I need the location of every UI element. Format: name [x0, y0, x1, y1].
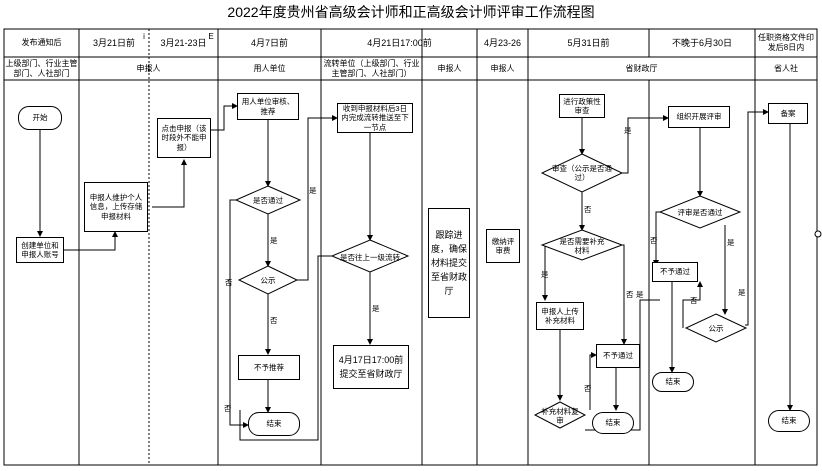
role-4: 申报人 [437, 63, 462, 73]
publicize-label: 公示 [260, 275, 276, 285]
no-label: 否 [270, 316, 278, 325]
submit-finance-node: 4月17日17:00前提交至省财政厅 [333, 345, 409, 389]
decision-supp-review [533, 401, 587, 429]
yes-label: 是 [624, 126, 632, 135]
pay-fee-node: 缴纳评审费 [486, 229, 520, 263]
not-pass1-node: 不予通过 [596, 344, 640, 368]
qual-review-node: 进行政策性审查 [559, 94, 605, 118]
no-label: 否 [584, 205, 592, 214]
yes-label: 是 [309, 186, 317, 195]
header-mark-2: E [208, 32, 214, 41]
supplement-review-label: 补充材料复审 [541, 407, 579, 425]
upload-supplement-node: 申报人上传补充材料 [536, 302, 584, 330]
no-label: 否 [584, 384, 592, 393]
no-label: 否 [690, 296, 698, 305]
yes-label: 是 [270, 236, 278, 245]
end2-node: 结束 [592, 412, 634, 434]
not-recommend-node: 不予推荐 [238, 355, 300, 380]
role-7: 省人社 [774, 63, 798, 73]
record-node: 备案 [768, 103, 808, 124]
header-date-4: 4月21日17:00前 [367, 38, 432, 48]
end4-node: 结束 [768, 410, 810, 432]
organize-review-node: 组织开展评审 [668, 106, 730, 128]
yes-label: 是 [541, 270, 549, 279]
decision-review2 [658, 195, 742, 229]
yes-label: 是 [372, 304, 380, 313]
transfer-q-label: 是否往上一级流转 [340, 252, 400, 262]
role-6: 省财政厅 [625, 63, 658, 73]
header-date-7: 不晚于6月30日 [671, 38, 733, 48]
role-3: 流转单位（上级部门、行业主管部门、人社部门） [323, 58, 420, 78]
no-label: 否 [626, 290, 634, 299]
decision-pass-q1 [234, 185, 302, 215]
track-progress-node: 跟踪进度，确保材料提交至省财政厅 [428, 208, 470, 318]
no-label: 否 [650, 236, 658, 245]
publicize2-label: 公示 [708, 323, 724, 333]
role-0: 上级部门、行业主管部门、人社部门 [5, 58, 78, 78]
start-node: 开始 [18, 106, 62, 130]
review-pass-q-label: 审查（公示是否通过） [552, 164, 612, 182]
yes-label: 是 [738, 288, 746, 297]
need-supplement-q-label: 是否需要补充材料 [559, 237, 605, 255]
header-date-2: 3月21-23日 [160, 38, 207, 48]
decision-supplement [540, 229, 624, 261]
click-apply-node: 点击申报（该时段外不能申报） [157, 118, 211, 158]
header-date-3: 4月7日前 [250, 38, 288, 48]
yes-label: 是 [727, 238, 735, 247]
not-pass2-node: 不予通过 [652, 262, 698, 282]
decision-review [540, 153, 624, 193]
yes-label: 是 [636, 290, 644, 299]
unit-review-node: 用人单位审核、推荐 [237, 93, 299, 120]
role-1: 申报人 [136, 63, 161, 73]
decision-publicize2 [684, 313, 748, 343]
end1-node: 结束 [248, 412, 300, 436]
end3-node: 结束 [652, 372, 694, 392]
maintain-info-node: 申报人维护个人信息，上传存储申报材料 [84, 182, 148, 232]
decision-transfer [330, 239, 410, 273]
review-pass2-q-label: 评审是否通过 [677, 207, 723, 217]
role-5: 申报人 [490, 63, 515, 73]
receive-material-node: 收到申报材料后3日内完成流转推送至下一节点 [337, 103, 413, 133]
no-label: 否 [225, 278, 233, 287]
header-date-6: 5月31日前 [567, 38, 610, 48]
page-title: 2022年度贵州省高级会计师和正高级会计师评审工作流程图 [227, 4, 595, 20]
header-date-0: 发布通知后 [21, 38, 62, 47]
header-date-1: 3月21日前 [92, 38, 136, 48]
decision-publicize [237, 265, 299, 295]
header-date-5: 4月23-26 [483, 38, 522, 48]
header-date-8: 任职资格文件印发后8日内 [758, 33, 814, 52]
no-label: 否 [224, 404, 232, 413]
header-mark-1: i [143, 32, 145, 41]
pass-q1-label: 是否通过 [253, 195, 283, 205]
create-account-node: 创建单位和申报人账号 [16, 237, 64, 263]
role-2: 用人单位 [253, 63, 286, 73]
